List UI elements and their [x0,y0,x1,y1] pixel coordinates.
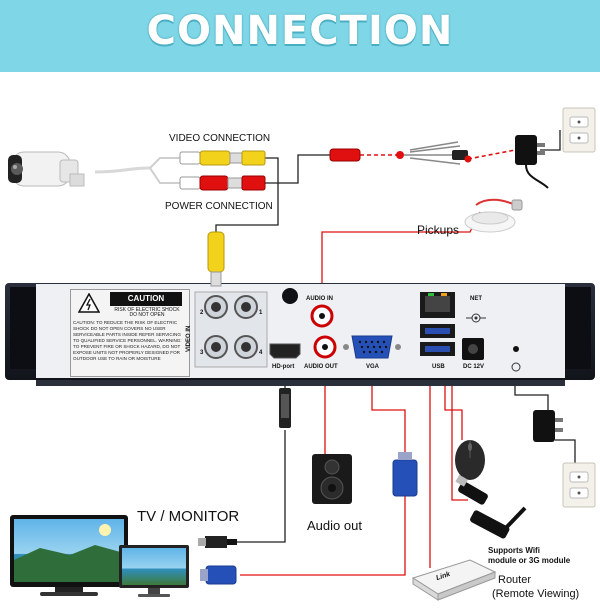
vga-label: VGA [366,364,380,370]
dc-power-adapter-icon [533,410,563,442]
camera-split-power [149,167,180,184]
power-cable-camera [265,154,330,184]
dc-label: DC 12V [463,364,485,370]
audio-out-device-label: Audio out [307,518,362,533]
usb-label: USB [432,364,445,370]
mouse-icon [455,440,485,480]
power-splitter-plug-icon [329,148,361,162]
usb-port-icon [420,324,455,356]
caution-heading: CAUTION [110,292,182,306]
wall-outlet-bottom-icon [562,462,596,508]
power-splitter-icon [396,141,472,165]
camera-cable [94,166,151,174]
monitor-icon [119,545,189,597]
wifi-dongle-icon [470,506,527,539]
router-sublabel: (Remote Viewing) [492,588,580,600]
hdmi-connector-icon [198,536,237,548]
hd-port-label: HD-port [272,364,295,370]
pickups-label: Pickups [417,223,460,237]
adapter-cable [467,149,516,160]
video-in-label: VIDEO IN [186,325,192,352]
audio-out-label: AUDIO OUT [304,364,338,370]
bnc-port-4-label: 4 [259,350,263,356]
warning-triangle-icon [78,293,100,315]
network-port-icon [420,292,455,318]
net-label: NET [470,296,482,302]
usb-cable-2 [451,375,468,501]
usb-stick-icon [455,474,488,505]
router-icon [411,559,497,601]
camera-split-video [149,157,180,169]
bnc-port-1-icon [204,295,228,319]
caution-text: CAUTION: TO REDUCE THE RISK OF ELECTRIC … [73,320,182,361]
yellow-bnc-plug-icon [207,231,225,287]
vga-port-icon [343,335,401,359]
red-power-connector-icon [179,175,266,191]
bnc-port-3-label: 3 [200,350,204,356]
bnc-port-2-label: 2 [200,310,204,316]
tv-monitor-label: TV / MONITOR [137,508,240,525]
bnc-port-2-icon [234,295,258,319]
bullet-camera-icon [8,151,85,187]
vga-connector-icon [200,565,237,585]
fan-mount-icon [282,288,298,304]
hdmi-plug-panel-icon [279,388,291,428]
audio-out-jack-icon [313,335,337,359]
bnc-port-1-label: 1 [259,310,263,316]
power-connection-label: POWER CONNECTION [165,201,273,212]
adapter-plug-cable [540,130,561,151]
bnc-port-group [194,291,268,368]
title-banner: CONNECTION [0,0,600,72]
audio-in-jack-icon [310,304,334,328]
dc-jack-icon [462,338,521,372]
video-connection-label: VIDEO CONNECTION [169,133,271,144]
power-adapter-icon [515,135,549,189]
vga-cable [371,375,406,458]
bnc-port-4-icon [234,335,258,359]
yellow-rca-connector-icon [179,150,266,166]
vga-cable-to-monitor [240,495,406,576]
usb-cable [444,375,463,440]
microphone-icon [464,198,523,233]
audio-in-label: AUDIO IN [306,296,333,302]
router-label: Router [498,574,532,586]
wifi-note-line1: Supports Wifi [488,546,540,555]
hd-cable-to-tv [235,430,286,543]
tv-icon [10,515,128,596]
wifi-note-line2: module or 3G module [488,556,571,565]
hdmi-port-icon [269,343,301,359]
wall-outlet-icon [562,107,596,153]
bnc-port-3-icon [204,335,228,359]
caution-subheading: RISK OF ELECTRIC SHOCK DO NOT OPEN [114,307,180,318]
polarity-symbol-icon [466,313,486,323]
vga-plug-standing-icon [392,452,418,497]
speaker-icon [312,454,352,504]
page-title: CONNECTION [146,8,454,54]
